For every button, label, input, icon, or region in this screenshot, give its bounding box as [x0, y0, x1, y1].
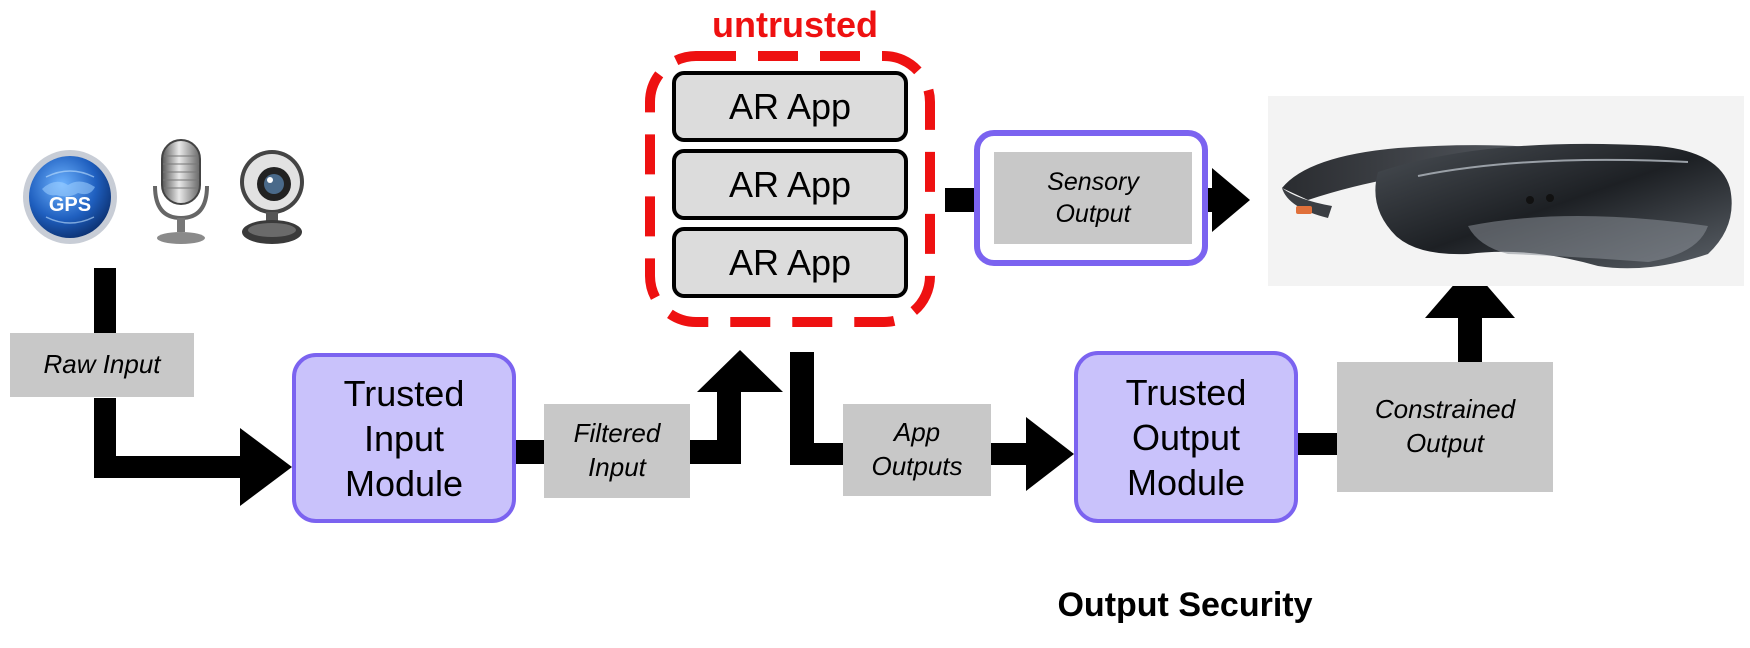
input-module-to-filtered-line [514, 440, 544, 464]
output-module-to-constrained-line [1298, 433, 1338, 455]
raw-input-label: Raw Input [10, 333, 194, 397]
untrusted-label: untrusted [712, 4, 878, 45]
gps-icon-text: GPS [49, 194, 91, 216]
ar-app-box-1: AR App [672, 71, 908, 142]
filtered-input-label: Filtered Input [544, 404, 690, 498]
raw-input-line-horizontal [94, 456, 244, 478]
arrow-to-headset [1212, 168, 1250, 232]
app-outputs-label: App Outputs [843, 404, 991, 496]
constrained-line-vertical [1458, 316, 1482, 362]
apps-to-sensory-line [945, 188, 977, 212]
arrow-up-to-headset [1425, 266, 1515, 318]
arrow-to-output-module [1026, 417, 1074, 491]
apps-line-horizontal [790, 443, 845, 465]
app-outputs-line [990, 443, 1030, 465]
output-security-caption: Output Security [1057, 586, 1313, 624]
sensory-output-container: Sensory Output [974, 130, 1208, 266]
untrusted-dashed-border [645, 51, 935, 327]
gps-icon: GPS [20, 147, 120, 247]
trusted-output-module: Trusted Output Module [1074, 351, 1298, 523]
microphone-icon [146, 138, 216, 246]
ar-app-box-2: AR App [672, 149, 908, 220]
webcam-icon [236, 144, 308, 248]
trusted-input-module: Trusted Input Module [292, 353, 516, 523]
arrow-up-to-apps [697, 350, 783, 392]
ar-headset-icon [1268, 96, 1744, 286]
ar-app-box-3: AR App [672, 227, 908, 298]
constrained-output-label: Constrained Output [1337, 362, 1553, 492]
filtered-line-vertical [717, 388, 741, 464]
arrow-to-input-module [240, 428, 292, 506]
sensory-output-label: Sensory Output [994, 152, 1192, 244]
raw-input-line-top [94, 268, 116, 350]
